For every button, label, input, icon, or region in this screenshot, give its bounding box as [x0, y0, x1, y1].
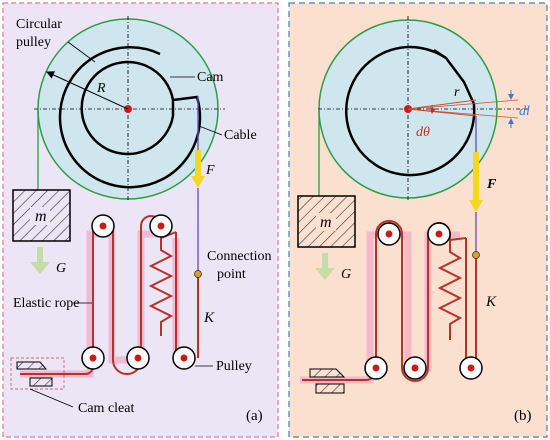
radius-line-1 — [407, 99, 477, 110]
force-arrow — [191, 150, 205, 188]
label-G-b: G — [341, 267, 351, 282]
label-m: m — [35, 208, 47, 225]
label-circular-pulley-1: Circular — [16, 17, 62, 32]
pulley-b-top-1 — [377, 222, 401, 246]
label-cam-cleat: Cam cleat — [78, 401, 134, 416]
pulley-top-2 — [149, 214, 173, 238]
label-K: K — [203, 310, 215, 326]
label-panel-a: (a) — [246, 408, 263, 424]
cam-cleat-bottom-b — [315, 383, 345, 394]
cam-cleat-bottom — [29, 377, 53, 387]
label-connection-1: Connection — [207, 249, 272, 264]
label-F: F — [205, 163, 215, 178]
connection-point — [194, 270, 202, 278]
label-r: r — [454, 85, 460, 100]
label-elastic-rope: Elastic rope — [13, 296, 79, 311]
spring-top-link-b — [449, 237, 467, 241]
connection-point-b — [472, 251, 480, 259]
mass-label-bg — [30, 207, 50, 225]
label-connection-2: point — [217, 267, 246, 282]
gravity-arrow — [30, 247, 50, 274]
mass-label-bg-b — [316, 213, 336, 231]
pulley-top-1 — [91, 214, 115, 238]
label-cam: Cam — [197, 70, 224, 85]
radius-arrow — [46, 71, 129, 110]
radius-line-3 — [407, 99, 519, 110]
label-m-b: m — [320, 214, 332, 231]
leader-circular-pulley — [67, 41, 96, 63]
label-K-b: K — [485, 294, 497, 310]
pulley-bottom-3 — [172, 346, 196, 370]
pulley-b-bottom-2 — [403, 356, 427, 380]
spring-K — [148, 244, 174, 336]
radius-line-4 — [407, 108, 519, 119]
pulley-bottom-1 — [81, 346, 105, 370]
label-F-b: F — [486, 177, 497, 192]
label-pulley: Pulley — [216, 359, 252, 374]
label-dtheta: dθ — [416, 125, 430, 140]
panel-b: r dθ dl m G F K — [288, 2, 548, 438]
cam — [58, 46, 202, 189]
pulley-b-bottom-1 — [364, 356, 388, 380]
label-cable: Cable — [224, 128, 257, 143]
cam-cleat-box — [10, 357, 65, 390]
gravity-arrow-b — [315, 253, 335, 280]
label-panel-b: (b) — [514, 408, 532, 424]
spring-K-b — [437, 246, 463, 340]
leader-cable — [198, 125, 223, 136]
label-G: G — [56, 261, 66, 276]
panel-a: R Circular pulley Cam Cable m G F — [2, 2, 279, 438]
cam-b — [344, 45, 476, 177]
cam-b-notch — [433, 48, 447, 60]
cam-cleat-top-b — [309, 368, 346, 378]
label-circular-pulley-2: pulley — [16, 35, 51, 50]
pulley-bottom-2 — [126, 346, 150, 370]
cam-cleat-top — [16, 361, 48, 370]
force-arrow-b — [469, 152, 483, 212]
label-dl: dl — [519, 104, 530, 119]
pulley-b-bottom-3 — [459, 356, 483, 380]
label-R: R — [96, 81, 106, 96]
pulley-b-top-2 — [427, 222, 451, 246]
leader-cam-cleat — [29, 388, 74, 408]
